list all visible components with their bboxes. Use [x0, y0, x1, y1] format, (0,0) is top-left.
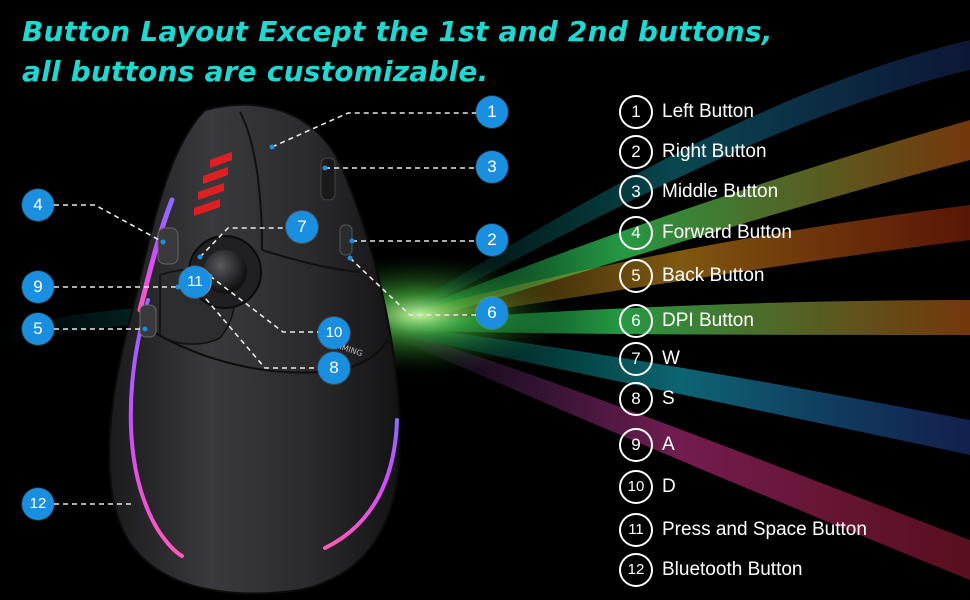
legend-label: S [662, 388, 675, 409]
legend-label: Right Button [662, 141, 767, 162]
callout-10: 10 [318, 317, 350, 349]
legend-label: Middle Button [662, 181, 779, 202]
red-dpi-stripes [194, 152, 232, 216]
callout-11: 11 [179, 266, 211, 298]
legend-item: 5 Back Button [619, 259, 949, 293]
legend-label: Forward Button [662, 222, 792, 243]
callout-7: 7 [286, 211, 318, 243]
legend-number: 5 [619, 259, 653, 293]
callout-3: 3 [476, 151, 508, 183]
legend-item: 9 A [619, 428, 949, 462]
legend-number: 4 [619, 216, 653, 250]
legend-number: 8 [619, 382, 653, 416]
legend-number: 3 [619, 175, 653, 209]
legend-label: W [662, 348, 680, 369]
legend-item: 7 W [619, 342, 949, 376]
legend-number: 9 [619, 428, 653, 462]
legend-label: Bluetooth Button [662, 559, 803, 580]
mouse-body [108, 103, 402, 595]
callout-2: 2 [476, 224, 508, 256]
callout-5: 5 [22, 313, 54, 345]
legend-item: 6 DPI Button [619, 304, 949, 338]
legend-item: 8 S [619, 382, 949, 416]
legend-number: 12 [619, 553, 653, 587]
legend-label: A [662, 434, 675, 455]
legend-number: 10 [619, 470, 653, 504]
callout-4: 4 [22, 189, 54, 221]
callout-1: 1 [476, 96, 508, 128]
legend-number: 6 [619, 304, 653, 338]
legend-item: 1 Left Button [619, 95, 949, 129]
legend-label: Left Button [662, 101, 754, 122]
joystick-cap [203, 250, 247, 294]
rgb-light-strip-front [137, 197, 175, 313]
legend-item: 12 Bluetooth Button [619, 553, 949, 587]
legend-number: 11 [619, 513, 653, 547]
callout-6: 6 [476, 297, 508, 329]
headline-line-2: all buttons are customizable. [22, 55, 489, 88]
rgb-light-strip-right [323, 418, 399, 550]
headline-line-1: Button Layout Except the 1st and 2nd but… [22, 15, 773, 48]
callout-12: 12 [22, 488, 54, 520]
legend-label: Press and Space Button [662, 519, 867, 540]
legend-item: 2 Right Button [619, 135, 949, 169]
legend-number: 2 [619, 135, 653, 169]
leader-lines [54, 112, 476, 505]
headline: Button Layout Except the 1st and 2nd but… [22, 12, 773, 92]
legend-label: DPI Button [662, 310, 754, 331]
legend-item: 11 Press and Space Button [619, 513, 949, 547]
rgb-light-strip-lower [128, 298, 184, 558]
legend-number: 1 [619, 95, 653, 129]
legend-label: D [662, 476, 676, 497]
legend-item: 10 D [619, 470, 949, 504]
back-button [139, 304, 157, 338]
scroll-wheel [320, 157, 336, 201]
callout-8: 8 [318, 352, 350, 384]
legend-item: 4 Forward Button [619, 216, 949, 250]
legend-number: 7 [619, 342, 653, 376]
legend-label: Back Button [662, 265, 765, 286]
callout-9: 9 [22, 271, 54, 303]
forward-button [157, 227, 179, 265]
legend-item: 3 Middle Button [619, 175, 949, 209]
